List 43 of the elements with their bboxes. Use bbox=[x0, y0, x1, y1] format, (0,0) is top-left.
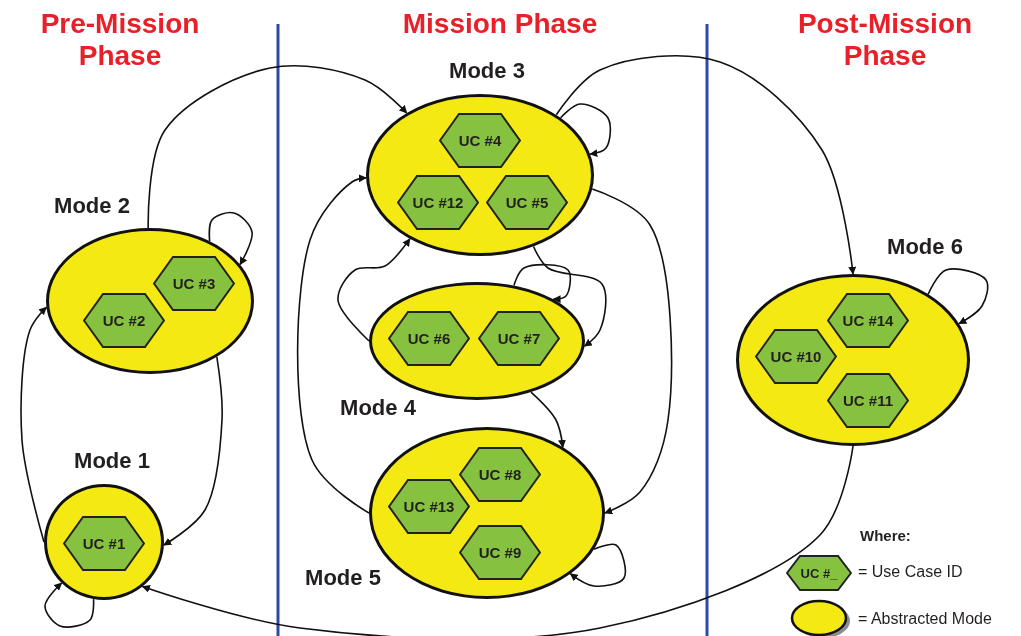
use-case-hexagon: UC #11 bbox=[827, 372, 909, 428]
transition-arrow bbox=[555, 55, 857, 275]
transition-arrow bbox=[569, 543, 627, 587]
mode-heading: Mode 3 bbox=[449, 58, 525, 84]
use-case-hexagon: UC #2 bbox=[83, 292, 165, 348]
use-case-hexagon: UC #12 bbox=[397, 174, 479, 230]
transition-arrow bbox=[141, 445, 854, 636]
transition-arrow bbox=[163, 356, 223, 546]
mode-heading: Mode 5 bbox=[305, 565, 381, 591]
legend-heading: Where: bbox=[860, 527, 911, 544]
transition-arrow bbox=[513, 263, 572, 304]
legend-text: = Use Case ID bbox=[858, 563, 963, 581]
use-case-hexagon: UC #9 bbox=[459, 524, 541, 580]
transition-arrow bbox=[532, 245, 607, 347]
phase-title: Pre-Mission Phase bbox=[39, 8, 201, 72]
mode-heading: Mode 2 bbox=[54, 193, 130, 219]
phase-title: Mission Phase bbox=[401, 8, 599, 40]
transition-arrow bbox=[559, 103, 612, 157]
mode-heading: Mode 1 bbox=[74, 448, 150, 474]
mode-heading: Mode 4 bbox=[340, 395, 416, 421]
use-case-hexagon: UC #3 bbox=[153, 255, 235, 311]
use-case-hexagon: UC #13 bbox=[388, 478, 470, 534]
use-case-hexagon: UC #_ bbox=[786, 555, 852, 591]
use-case-hexagon: UC #4 bbox=[439, 112, 521, 168]
use-case-hexagon: UC #8 bbox=[459, 446, 541, 502]
use-case-hexagon: UC #6 bbox=[388, 310, 470, 366]
transition-arrow bbox=[530, 391, 566, 448]
mode-heading: Mode 6 bbox=[887, 234, 963, 260]
use-case-hexagon: UC #1 bbox=[63, 515, 145, 571]
legend-text: = Abstracted Mode bbox=[858, 610, 992, 628]
use-case-hexagon: UC #14 bbox=[827, 292, 909, 348]
transition-arrow bbox=[591, 188, 673, 515]
transition-arrow bbox=[296, 174, 370, 514]
phase-title: Post-Mission Phase bbox=[796, 8, 974, 72]
transition-arrow bbox=[337, 238, 411, 342]
transition-arrow bbox=[927, 268, 989, 325]
use-case-hexagon: UC #7 bbox=[478, 310, 560, 366]
transition-arrow bbox=[147, 64, 408, 229]
transition-arrow bbox=[208, 211, 253, 266]
transition-arrow bbox=[44, 582, 95, 628]
transition-arrow bbox=[20, 306, 48, 543]
use-case-hexagon: UC #5 bbox=[486, 174, 568, 230]
use-case-hexagon: UC #10 bbox=[755, 328, 837, 384]
